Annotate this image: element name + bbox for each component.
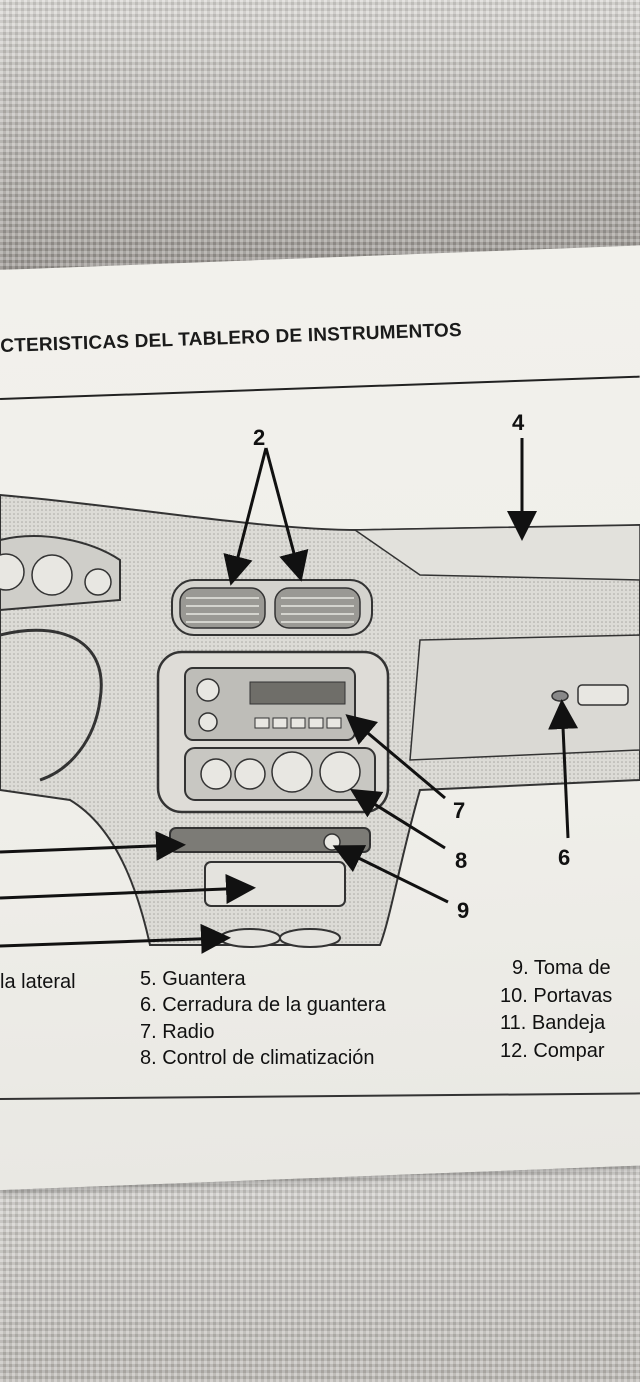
gauge-icon bbox=[84, 568, 112, 596]
gauge-icon bbox=[0, 553, 25, 591]
glove-box-handle bbox=[577, 684, 629, 706]
climate-dial-icon bbox=[200, 758, 232, 790]
arrow-12 bbox=[0, 923, 231, 954]
radio-knob-icon bbox=[198, 712, 218, 732]
radio-display bbox=[249, 681, 346, 705]
legend-item-6: 6. Cerradura de la guantera bbox=[140, 994, 386, 1016]
steering-wheel bbox=[0, 628, 103, 782]
arrow-2-right bbox=[264, 447, 309, 582]
arrow-10 bbox=[0, 830, 186, 861]
arrow-8 bbox=[349, 788, 446, 850]
legend-item-7: 7. Radio bbox=[140, 1021, 215, 1043]
glove-box-lock-icon bbox=[551, 690, 569, 702]
callout-6: 6 bbox=[558, 845, 571, 870]
callout-9: 9 bbox=[457, 898, 470, 923]
callout-7: 7 bbox=[453, 798, 466, 823]
arrow-6 bbox=[548, 699, 579, 839]
legend-item-fragment: la lateral bbox=[0, 971, 76, 993]
legend-item-5: 5. Guantera bbox=[140, 968, 246, 990]
callout-4: 4 bbox=[512, 410, 525, 435]
radio-knob-icon bbox=[196, 678, 220, 702]
dashboard-top bbox=[352, 524, 640, 581]
legend-item-8: 8. Control de climatización bbox=[140, 1047, 375, 1069]
climate-dial-icon bbox=[271, 751, 313, 793]
climate-dial-icon bbox=[319, 751, 361, 793]
arrow-11 bbox=[0, 873, 256, 904]
callout-8: 8 bbox=[455, 848, 468, 873]
callout-2: 2 bbox=[253, 425, 266, 450]
power-outlet-icon bbox=[323, 833, 341, 851]
legend-item-9: 9. Toma de bbox=[512, 957, 611, 979]
arrow-7 bbox=[345, 714, 446, 800]
legend-item-11: 11. Bandeja bbox=[500, 1012, 606, 1034]
climate-dial-icon bbox=[234, 758, 266, 790]
legend-item-10: 10. Portavas bbox=[500, 985, 613, 1007]
legend-item-12: 12. Compar bbox=[500, 1040, 605, 1062]
glove-box bbox=[409, 634, 640, 761]
cup-holder bbox=[279, 928, 341, 948]
arrow-2-left bbox=[223, 447, 268, 586]
arrow-9 bbox=[332, 845, 449, 904]
cup-holder bbox=[219, 928, 281, 948]
gauge-icon bbox=[31, 554, 73, 596]
dashboard-illustration bbox=[0, 438, 640, 954]
console-tray bbox=[204, 861, 346, 907]
